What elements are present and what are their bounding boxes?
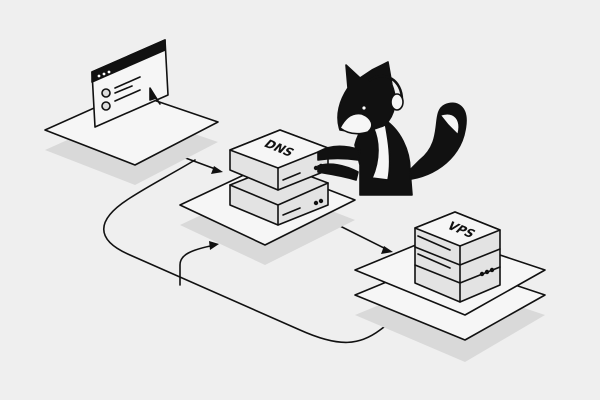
fox-mascot	[317, 61, 467, 196]
arrowhead-icon	[211, 166, 223, 174]
route-line-browser-to-vps	[102, 159, 413, 344]
list-bullet-icon	[101, 88, 111, 98]
window-dot-icon	[107, 70, 111, 74]
window-dot-icon	[102, 72, 106, 76]
fox-eye	[362, 106, 366, 110]
arrowhead-icon	[209, 241, 219, 250]
list-bullet-icon	[101, 101, 111, 111]
headset-icon	[368, 74, 404, 102]
dns-server: DNS	[229, 129, 329, 226]
window-dot-icon	[97, 74, 101, 78]
browser-window	[91, 39, 169, 128]
text-lines	[114, 76, 141, 102]
route-line-to-dns	[179, 244, 216, 286]
arrowhead-icon	[381, 246, 393, 254]
cursor-icon	[149, 87, 161, 105]
vps-server: VPS	[414, 211, 501, 303]
